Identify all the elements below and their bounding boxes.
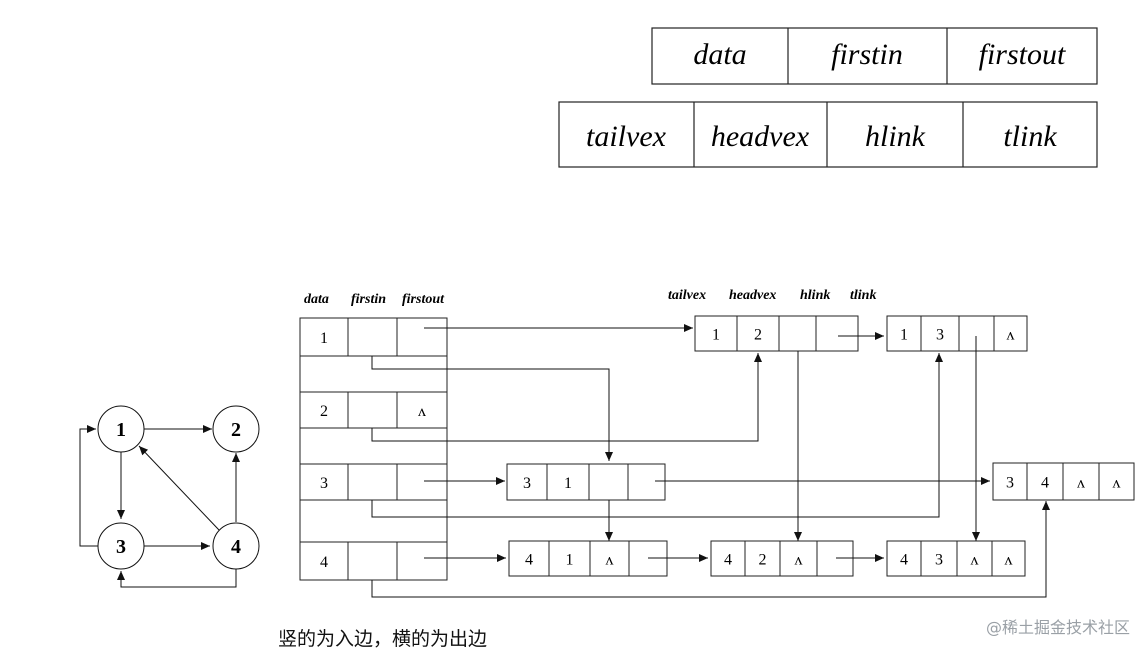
vertex-struct-field: data — [693, 38, 746, 71]
arc-node-value: ʌ — [795, 552, 803, 569]
vertex-table — [299, 317, 448, 581]
arc-node: 4 3 ʌ ʌ — [886, 540, 1026, 577]
arc-node-value: 1 — [900, 327, 908, 344]
arc-node-field — [991, 540, 1026, 577]
watermark: @稀土掘金技术社区 — [985, 618, 1130, 637]
arc-node: 3 4 ʌ ʌ — [992, 462, 1135, 501]
arc-node-field — [694, 315, 738, 352]
arc-node-field — [956, 540, 993, 577]
link-arrow — [371, 353, 762, 442]
arc-struct-field: tlink — [1003, 120, 1057, 153]
graph-node-label: 4 — [231, 536, 241, 558]
vertex-struct-box: data firstin firstout — [651, 27, 1098, 85]
graph-edge — [138, 445, 220, 531]
arc-node-field — [508, 540, 550, 577]
arc-node-value: 1 — [564, 475, 572, 492]
arc-header-label: tlink — [850, 288, 876, 303]
arc-node-field — [546, 463, 590, 501]
arc-struct-field: hlink — [865, 120, 926, 153]
vertex-label: 2 — [320, 403, 328, 420]
arc-struct-field: tailvex — [586, 120, 667, 153]
list-header-label: firstout — [402, 292, 445, 307]
arc-node-field — [920, 315, 960, 352]
arc-node-value: 2 — [759, 552, 767, 569]
arc-node-value: 3 — [523, 475, 531, 492]
arc-node-value: 3 — [935, 552, 943, 569]
arc-node-field — [627, 463, 666, 501]
arc-node-field — [736, 315, 780, 352]
arc-node-field — [589, 540, 630, 577]
list-header-label: firstin — [351, 292, 386, 307]
arc-node-field — [548, 540, 591, 577]
arc-node-field — [778, 315, 817, 352]
graph-node — [97, 405, 145, 453]
arc-node: 4 1 ʌ — [508, 540, 668, 577]
arc-node-field — [506, 463, 548, 501]
arc-node: 1 3 ʌ — [886, 315, 1028, 352]
vertex-struct-field: firstin — [831, 38, 903, 71]
graph-node — [97, 522, 145, 570]
arc-node-field — [920, 540, 958, 577]
link-arrow — [371, 356, 613, 461]
arc-node-value: 4 — [900, 552, 908, 569]
graph-node — [212, 522, 260, 570]
arc-node-field — [710, 540, 746, 577]
arc-node-value: ʌ — [1007, 327, 1015, 344]
arc-node-value: 4 — [525, 552, 533, 569]
arc-node-value: 2 — [754, 327, 762, 344]
arc-struct-field: headvex — [711, 120, 810, 153]
arc-header-label: headvex — [729, 288, 776, 303]
vertex-label: 3 — [320, 475, 328, 492]
arc-node-field — [1098, 462, 1135, 501]
null-marker: ʌ — [418, 403, 426, 420]
arc-node-value: 3 — [936, 327, 944, 344]
arc-node-value: ʌ — [971, 552, 979, 569]
arc-node-field — [815, 315, 859, 352]
vertex-label: 1 — [320, 330, 328, 347]
arc-node-value: ʌ — [1005, 552, 1013, 569]
arc-node-value: 4 — [1041, 475, 1049, 492]
vertex-struct-field: firstout — [979, 38, 1066, 71]
arc-node-field — [886, 315, 922, 352]
arc-header-label: tailvex — [668, 288, 706, 303]
caption: 竖的为入边，横的为出边 — [278, 628, 488, 650]
arc-node-value: 3 — [1006, 475, 1014, 492]
arc-node: 4 2 ʌ — [710, 540, 854, 577]
directed-graph — [79, 405, 260, 588]
vertex-label: 4 — [320, 554, 328, 571]
arc-node-value: ʌ — [606, 552, 614, 569]
arc-node-value: 1 — [712, 327, 720, 344]
arc-node-field — [588, 463, 629, 501]
graph-node-label: 3 — [116, 536, 126, 558]
link-arrows — [371, 324, 1050, 598]
link-arrow — [371, 353, 943, 518]
arc-node-value: 4 — [724, 552, 732, 569]
list-header-label: data — [304, 292, 329, 307]
arc-node-field — [993, 315, 1028, 352]
graph-edge — [117, 569, 237, 588]
arc-node-field — [992, 462, 1028, 501]
graph-node-label: 2 — [231, 419, 241, 441]
arc-node-value: ʌ — [1077, 475, 1085, 492]
arc-node-value: ʌ — [1113, 475, 1121, 492]
arc-struct-box: tailvex headvex hlink tlink — [558, 101, 1098, 168]
arc-node-field — [1062, 462, 1100, 501]
arc-header-label: hlink — [800, 288, 830, 303]
graph-edge — [79, 425, 99, 547]
graph-node-label: 1 — [116, 419, 126, 441]
link-arrow — [371, 501, 1050, 598]
arc-node-value: 1 — [566, 552, 574, 569]
graph-node — [212, 405, 260, 453]
arc-node-field — [744, 540, 781, 577]
